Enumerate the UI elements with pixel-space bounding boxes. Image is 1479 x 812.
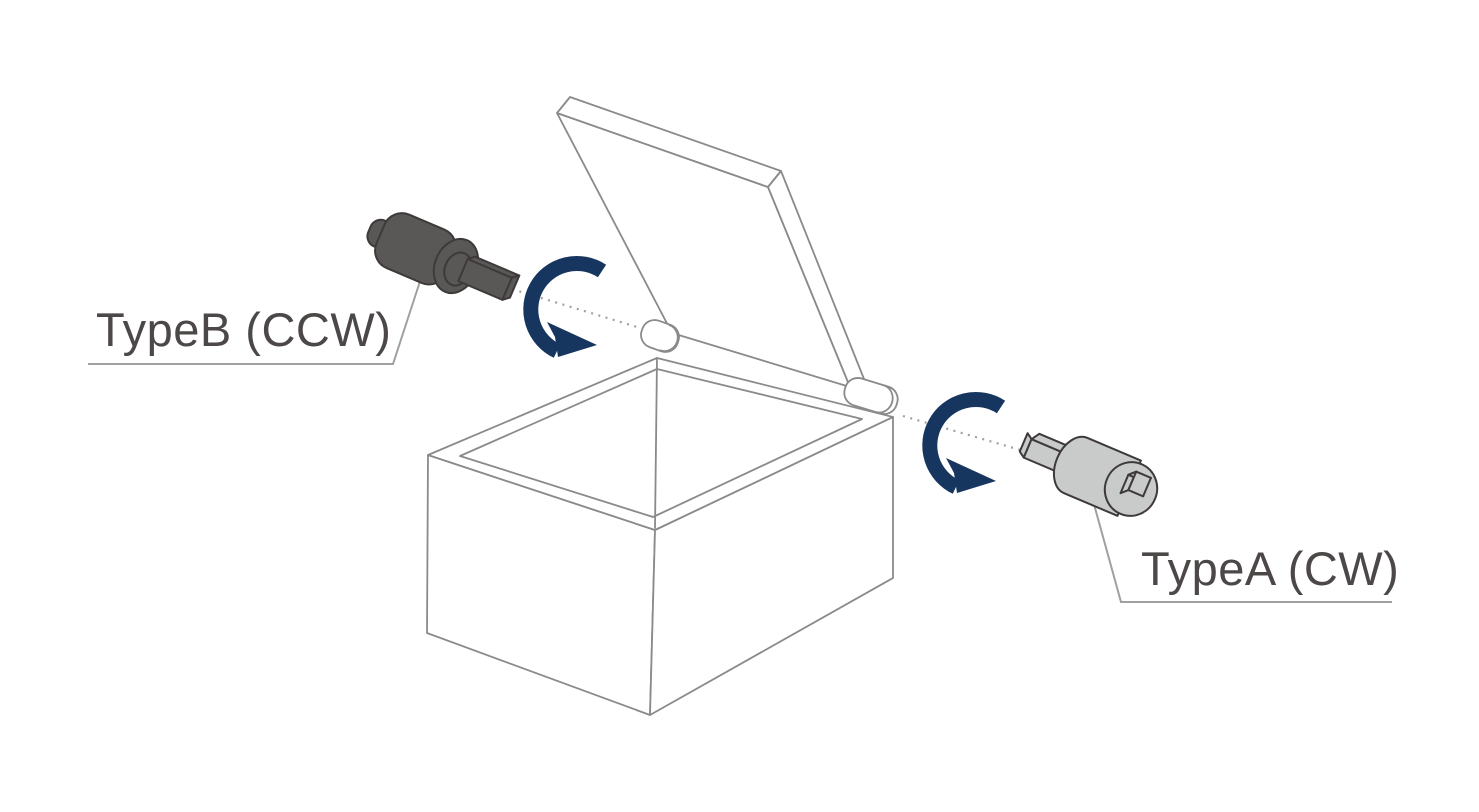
leader-line-type-a [1091, 496, 1392, 603]
storage-box [426, 357, 894, 716]
label-type-b: TypeB (CCW) [96, 303, 391, 356]
rotation-arrow-icon-right [930, 399, 1001, 493]
label-type-a: TypeA (CW) [1141, 542, 1399, 595]
leader-line-type-b [88, 265, 426, 365]
box-interior-back-edge [654, 357, 658, 529]
knuckle-right-end-arc [874, 384, 894, 414]
damper-type-a [1018, 432, 1159, 517]
damper-a-boss-face [1127, 470, 1152, 498]
hinge-axis-dotted-line-right [902, 414, 1025, 453]
knuckle-right-body [843, 377, 899, 415]
lid-hinge-knuckle-right [843, 377, 899, 415]
damper-type-b [366, 212, 521, 301]
lid-hinge-knuckle-left [640, 319, 680, 353]
knuckle-left-body [640, 319, 680, 353]
damper-b-shaft-end-face [501, 274, 521, 301]
box-rim-opening [459, 368, 863, 518]
knuckle-left-end-arc [659, 324, 679, 352]
rotation-arrow-icon-left [531, 263, 602, 357]
box-lid [556, 96, 865, 388]
